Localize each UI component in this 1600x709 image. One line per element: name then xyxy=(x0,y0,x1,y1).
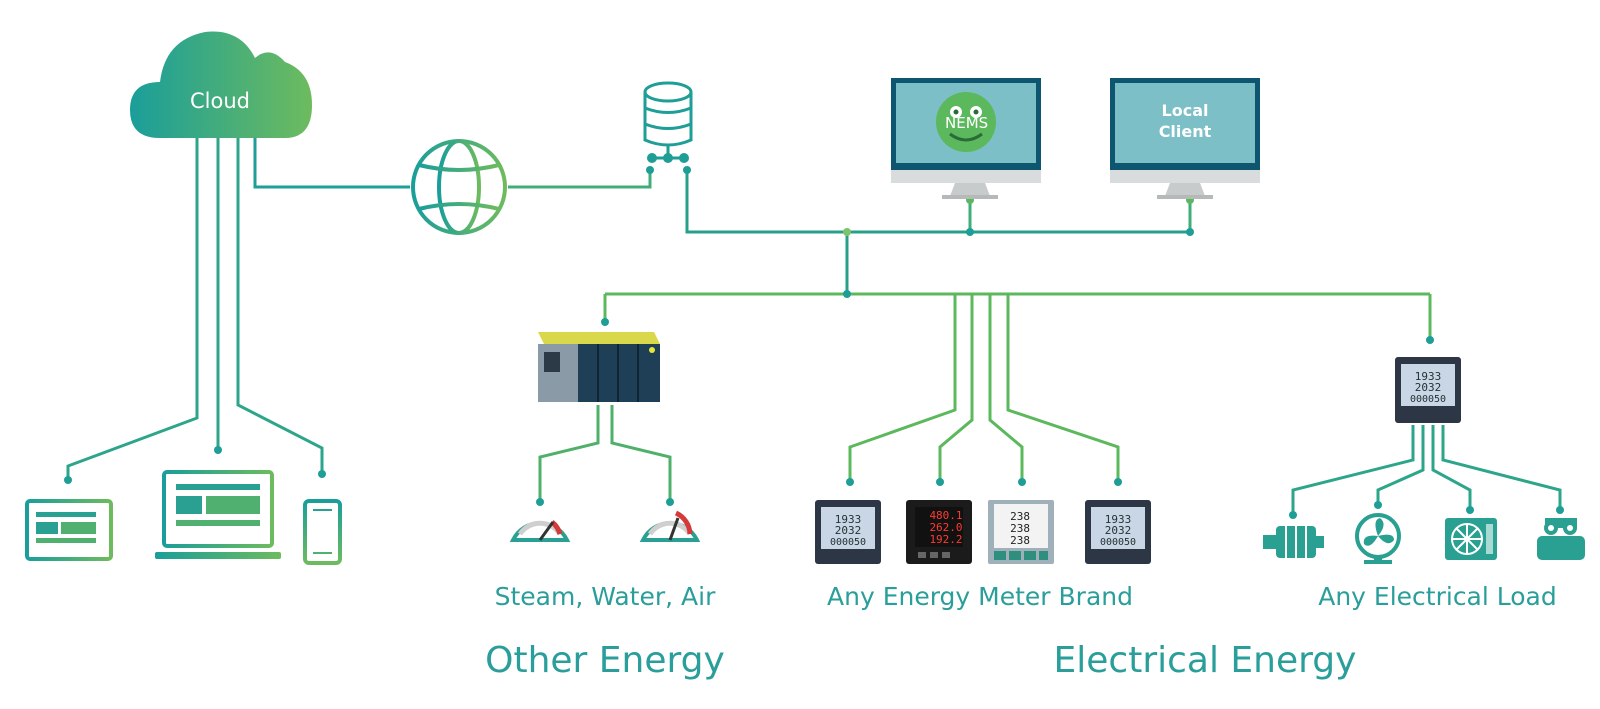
other-energy-title: Other Energy xyxy=(485,640,725,681)
svg-text:238: 238 xyxy=(1010,510,1030,523)
local-client-line2: Client xyxy=(1158,122,1212,141)
local-client-monitor xyxy=(1110,78,1260,199)
globe-icon xyxy=(411,139,507,235)
other-energy-caption: Steam, Water, Air xyxy=(494,582,716,611)
energy-meter-d: 1933 2032 000050 xyxy=(1085,500,1151,564)
local-client-line1: Local xyxy=(1161,101,1209,120)
database-icon xyxy=(643,81,693,163)
nems-logo-icon xyxy=(936,92,996,152)
svg-text:192.2: 192.2 xyxy=(929,533,962,546)
meter-brand-caption: Any Energy Meter Brand xyxy=(827,582,1133,611)
pump-icon xyxy=(1537,518,1585,560)
energy-meter-a: 1933 2032 000050 xyxy=(815,500,881,564)
connector-lines xyxy=(66,138,1562,515)
plc-controller-icon xyxy=(538,332,660,402)
cloud-icon xyxy=(130,31,312,138)
gauge-icon xyxy=(639,510,701,542)
svg-text:000050: 000050 xyxy=(830,537,866,548)
svg-text:000050: 000050 xyxy=(1410,394,1446,405)
nems-monitor xyxy=(891,78,1041,199)
svg-text:262.0: 262.0 xyxy=(929,521,962,534)
electrical-energy-title: Electrical Energy xyxy=(1053,640,1357,681)
svg-text:000050: 000050 xyxy=(1100,537,1136,548)
fan-icon xyxy=(1355,513,1401,564)
junction-dots xyxy=(64,166,1564,519)
motor-icon xyxy=(1263,526,1324,558)
svg-text:480.1: 480.1 xyxy=(929,509,962,522)
electrical-load-caption: Any Electrical Load xyxy=(1318,582,1557,611)
local-client-label: Local Client xyxy=(1115,100,1255,142)
nems-label: NEMS xyxy=(945,114,989,132)
gauge-icon xyxy=(509,520,571,542)
svg-text:238: 238 xyxy=(1010,522,1030,535)
smartphone-icon xyxy=(303,499,342,565)
air-conditioner-icon xyxy=(1445,518,1497,560)
svg-text:2032: 2032 xyxy=(1105,524,1132,537)
energy-meter-b: 480.1 262.0 192.2 xyxy=(906,500,972,564)
laptop-icon xyxy=(155,470,281,559)
desktop-screen-icon xyxy=(25,499,113,561)
svg-text:1933: 1933 xyxy=(1105,513,1132,526)
svg-text:238: 238 xyxy=(1010,534,1030,547)
svg-text:2032: 2032 xyxy=(1415,381,1442,394)
svg-text:1933: 1933 xyxy=(835,513,862,526)
cloud-label: Cloud xyxy=(190,89,250,113)
energy-meter-e: 1933 2032 000050 xyxy=(1395,357,1461,423)
energy-meter-c: 238 238 238 xyxy=(988,500,1054,564)
svg-text:1933: 1933 xyxy=(1415,370,1442,383)
svg-text:2032: 2032 xyxy=(835,524,862,537)
